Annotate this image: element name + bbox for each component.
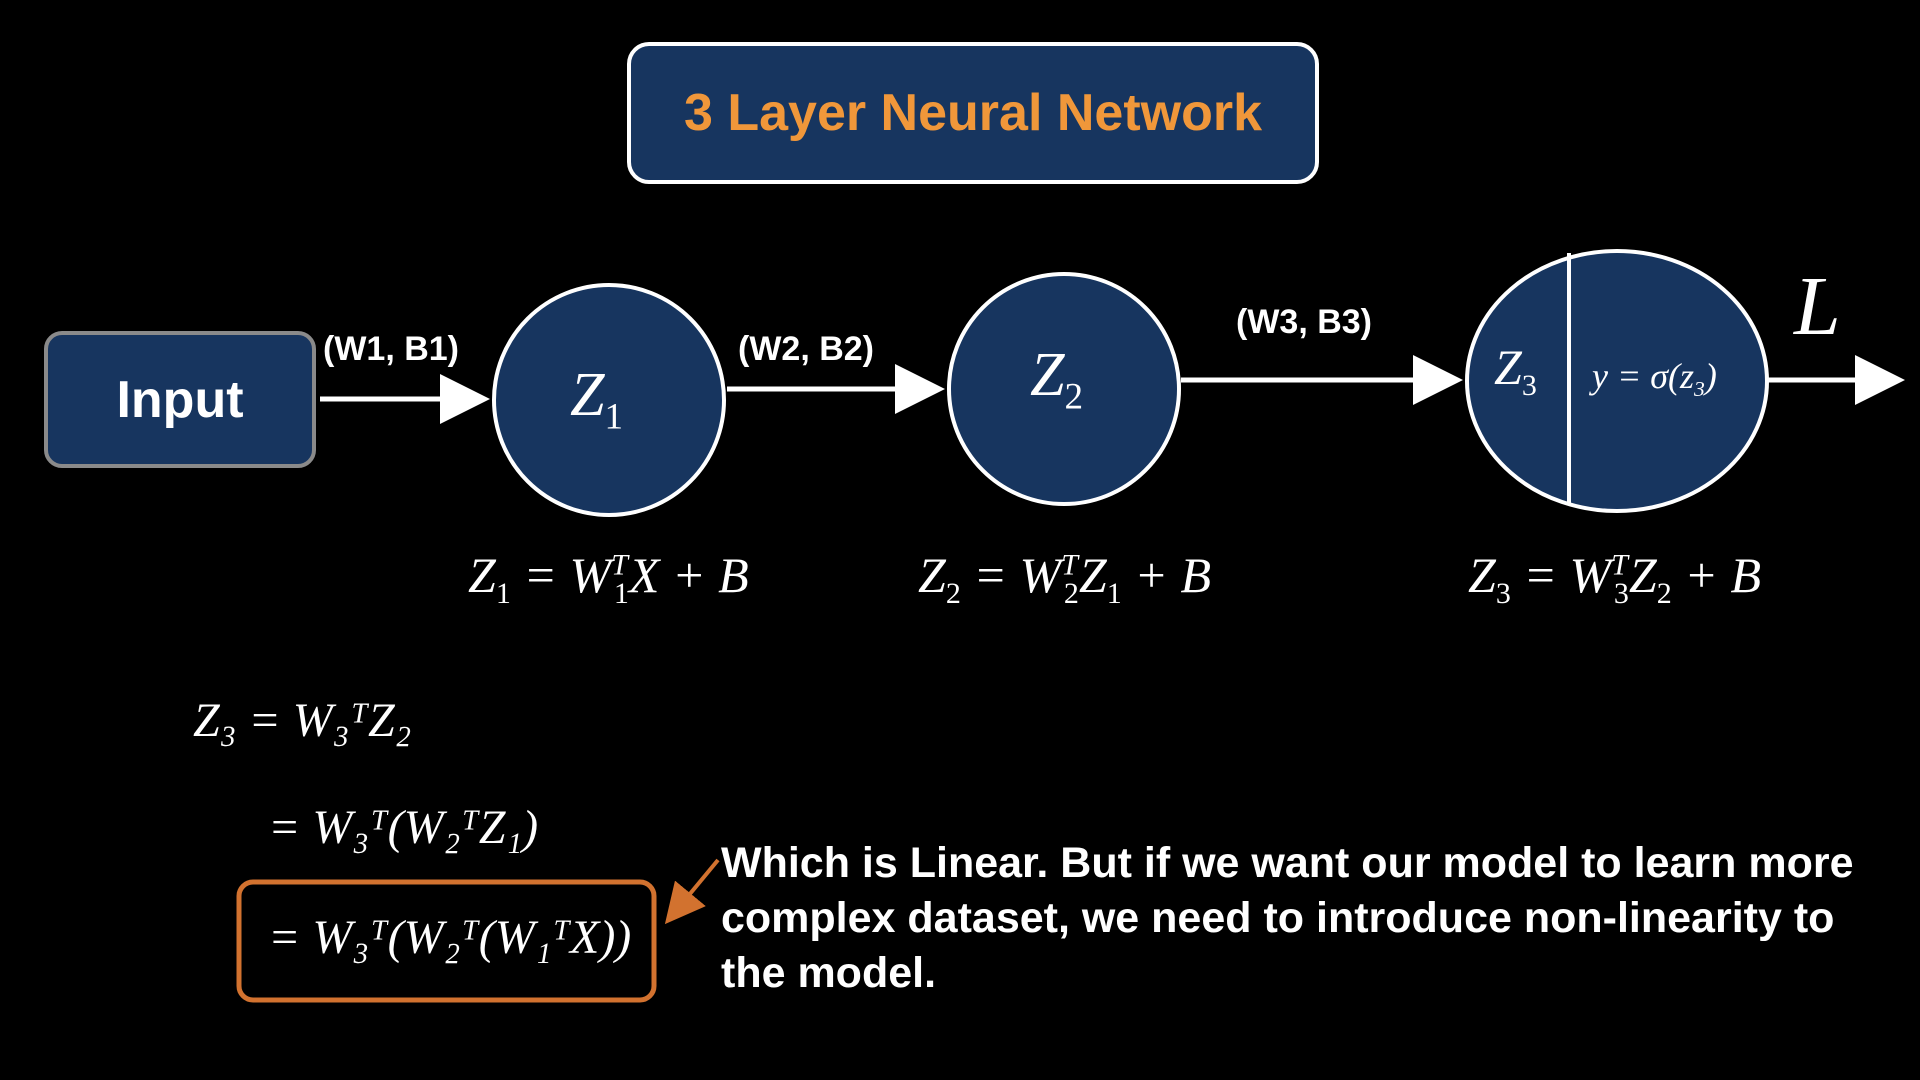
equation-z3: Z3 = WT3Z2 + B	[1468, 547, 1761, 610]
node-z3	[1465, 249, 1769, 513]
equation-z2: Z2 = WT2Z1 + B	[918, 547, 1211, 610]
derivation-line-3: = W₃ᵀ(W₂ᵀ(W₁ᵀX))	[268, 911, 632, 964]
node-z2	[947, 272, 1181, 506]
node-z1-label: Z1	[570, 361, 624, 438]
linearity-note: Which is Linear. But if we want our mode…	[721, 839, 1854, 997]
derivation-line-1: Z₃ = W₃ᵀZ₂	[193, 694, 412, 747]
diagram-title: 3 Layer Neural Network	[627, 42, 1319, 184]
node-z1	[492, 283, 726, 517]
edge-label-w3-b3: (W3, B3)	[1236, 303, 1372, 341]
edge-label-w2-b2: (W2, B2)	[738, 330, 874, 368]
edge-label-w1-b1: (W1, B1)	[323, 330, 459, 368]
highlight-box	[236, 879, 657, 1003]
equation-z1: Z1 = WT1X + B	[468, 547, 749, 610]
node-z3-activation: y = σ(z3)	[1592, 356, 1717, 402]
input-box: Input	[44, 331, 316, 468]
highlight-pointer	[664, 858, 720, 925]
derivation-line-2: = W₃ᵀ(W₂ᵀZ₁)	[268, 801, 539, 854]
node-z2-label: Z2	[1030, 341, 1084, 418]
loss-label: L	[1794, 260, 1841, 353]
node-z3-label: Z3	[1494, 339, 1537, 402]
